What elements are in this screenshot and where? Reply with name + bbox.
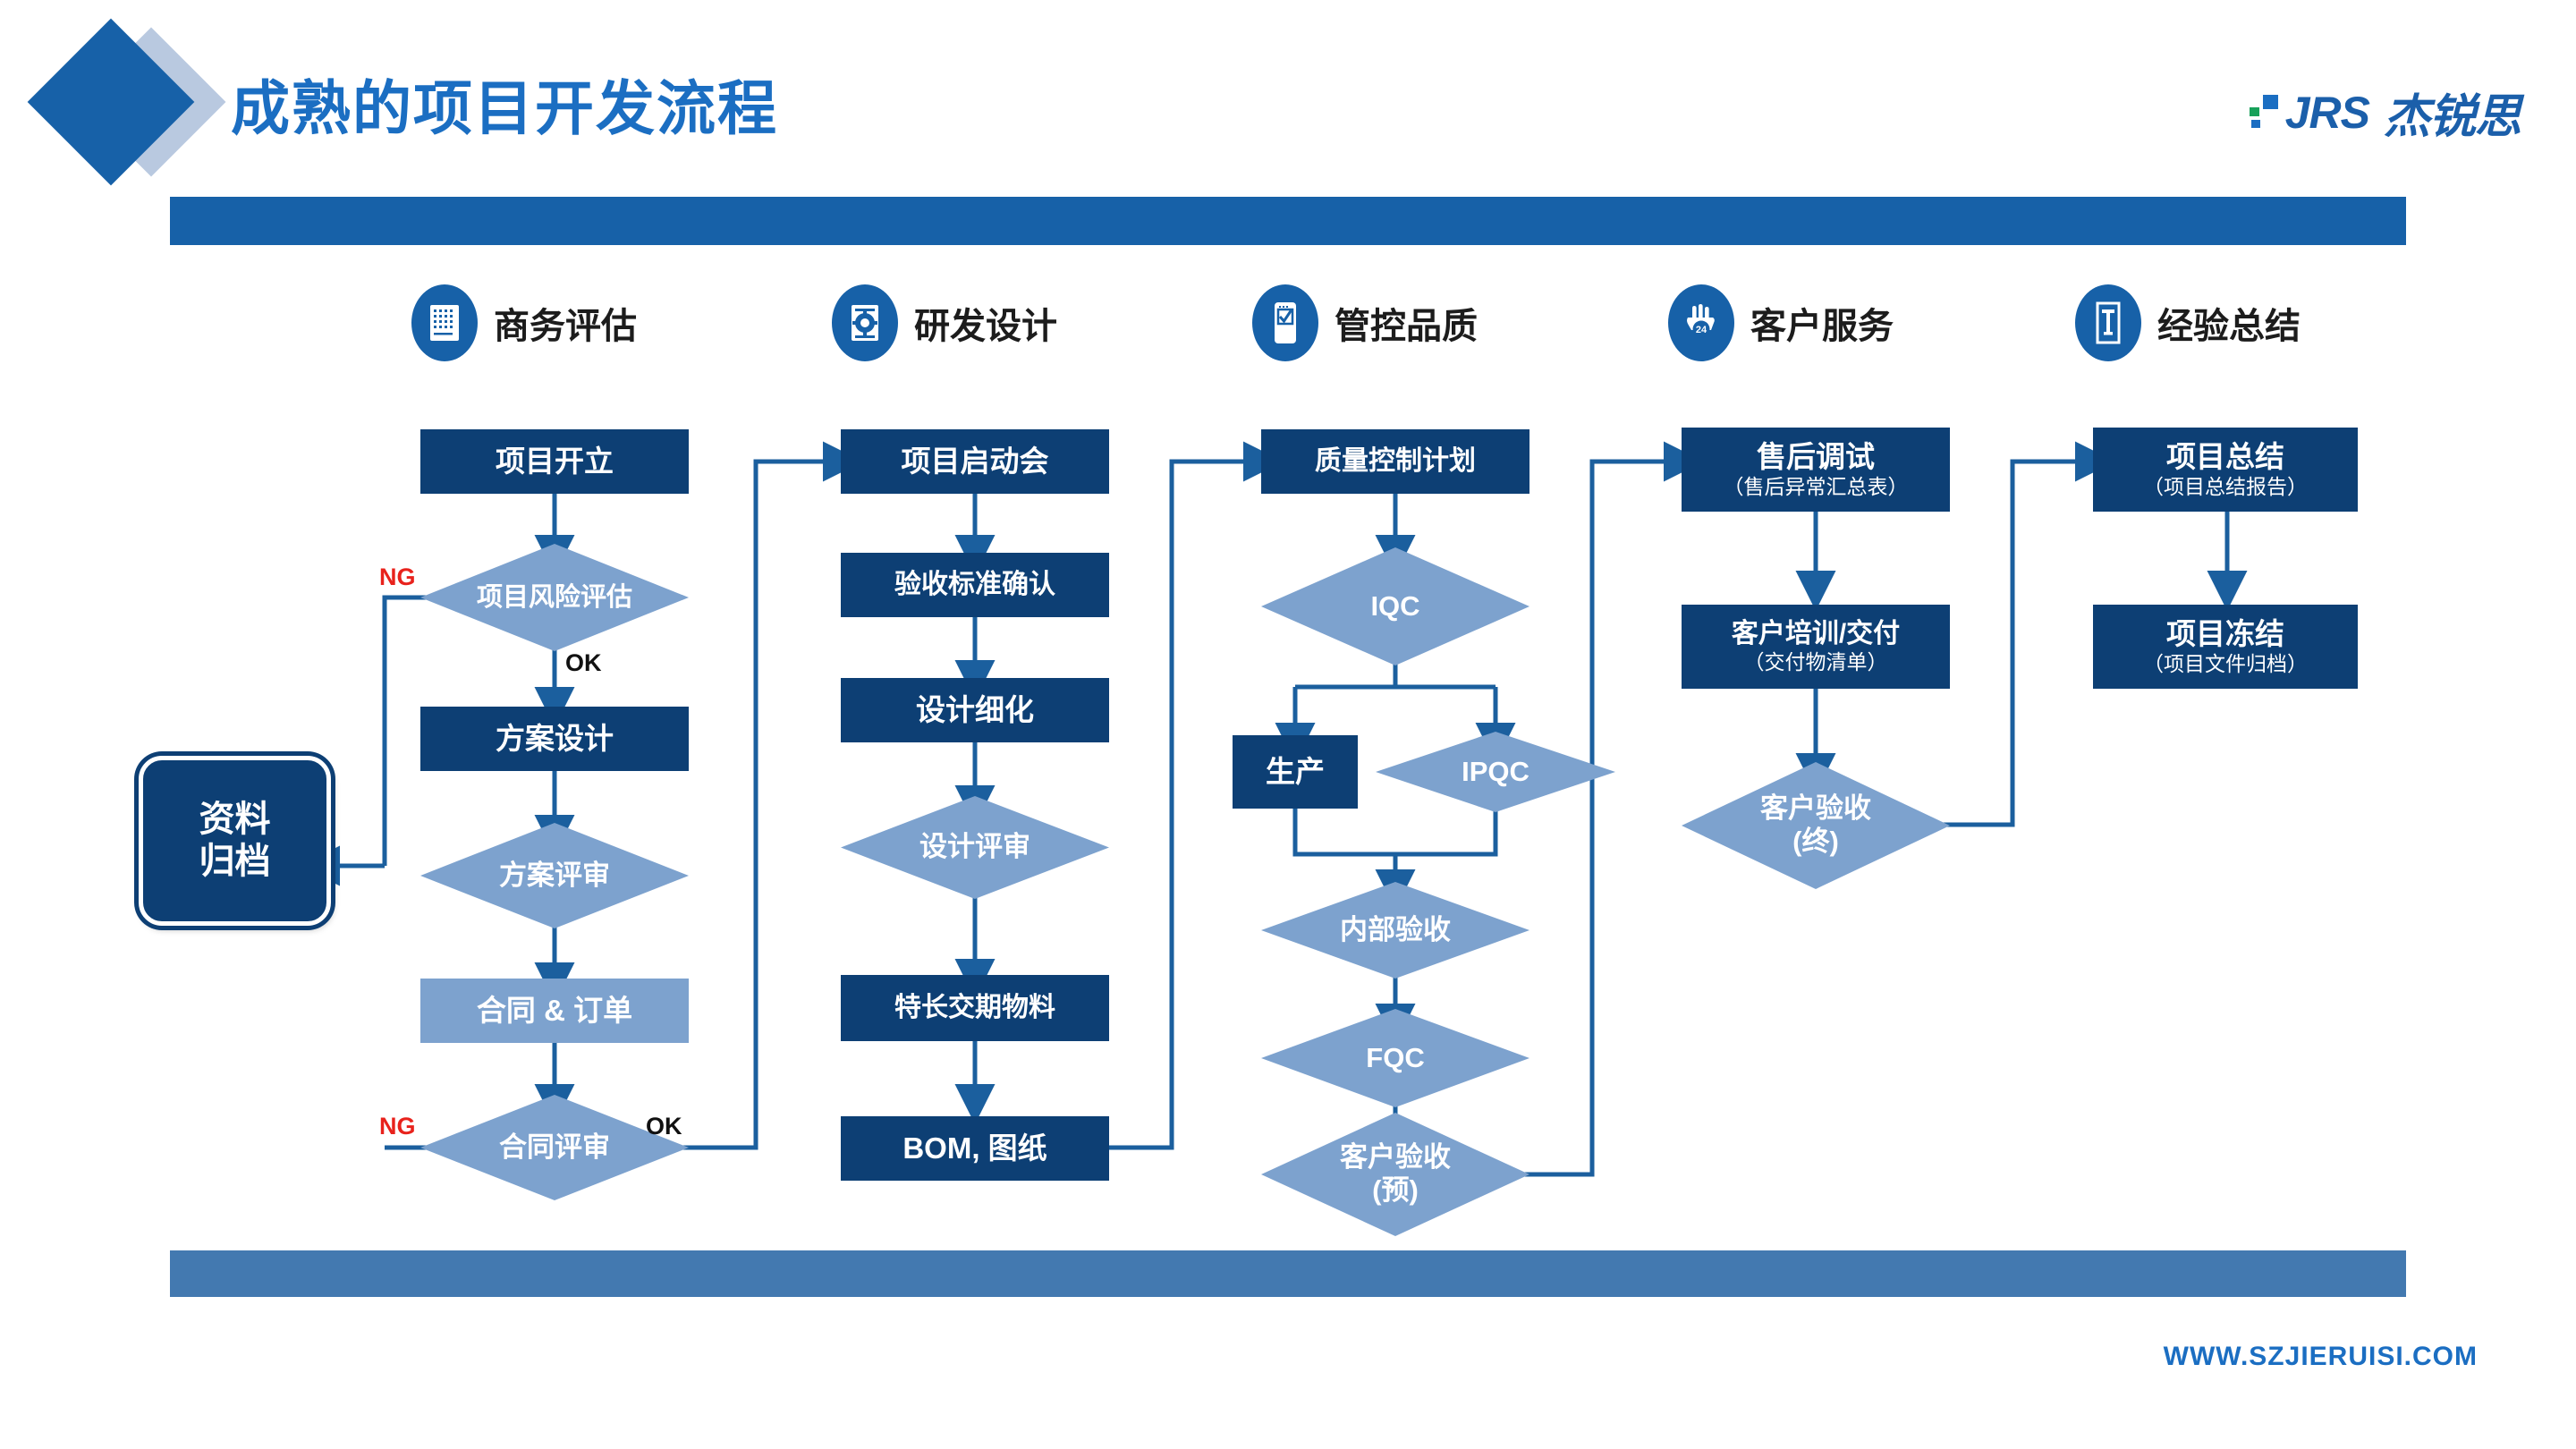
node-title: BOM, 图纸 [902,1131,1047,1165]
node-subtitle: （项目文件归档） [2143,651,2308,675]
page-title: 成熟的项目开发流程 [231,75,778,141]
node-fqc[interactable]: FQC [1261,1009,1530,1107]
node-title: 合同 & 订单 [476,993,633,1027]
node-title: 售后调试 [1757,439,1875,473]
node-title: 特长交期物料 [894,993,1055,1023]
node-solution-design[interactable]: 方案设计 [420,707,689,771]
node-contract-order[interactable]: 合同 & 订单 [420,979,689,1043]
node-title: 客户验收 [1340,1141,1451,1174]
column-header-quality: 管控品质 [1252,284,1478,361]
node-contract-review[interactable]: 合同评审 [420,1095,689,1200]
column-header-label: 客户服务 [1750,307,1894,346]
node-subtitle: (终) [1792,826,1839,857]
node-title: 项目风险评估 [476,582,632,612]
node-subtitle: （售后异常汇总表） [1723,474,1909,498]
node-title: 设计细化 [916,692,1034,726]
node-title: FQC [1366,1041,1425,1073]
column-header-service: 24 客户服务 [1668,284,1894,361]
node-title: 项目总结 [2166,439,2284,473]
node-project-freeze[interactable]: 项目冻结 （项目文件归档） [2093,605,2358,689]
node-long-leadtime-material[interactable]: 特长交期物料 [841,975,1109,1041]
node-production[interactable]: 生产 [1233,735,1358,809]
node-title: 设计评审 [919,831,1030,863]
node-customer-training-delivery[interactable]: 客户培训/交付 （交付物清单） [1682,605,1950,689]
edge-label-ng-risk: NG [379,564,416,590]
svg-text:24: 24 [1696,325,1707,335]
node-title: 合同评审 [499,1131,610,1163]
node-title: IQC [1370,589,1420,622]
column-header-label: 研发设计 [914,307,1057,346]
node-archive-line1: 资料 [199,799,271,839]
node-risk-assessment[interactable]: 项目风险评估 [420,544,689,651]
column-header-rnd: 研发设计 [832,284,1057,361]
node-title: 客户培训/交付 [1731,619,1901,649]
column-header-business: 商务评估 [411,284,637,361]
node-title: 验收标准确认 [894,570,1055,600]
logo-text-cn: 杰锐思 [2383,91,2521,143]
node-subtitle: （项目总结报告） [2143,474,2308,498]
logo-text: JRS [2284,87,2370,138]
column-header-label: 管控品质 [1335,307,1478,346]
column-header-label: 经验总结 [2157,307,2301,346]
node-acceptance-standard[interactable]: 验收标准确认 [841,553,1109,617]
footer-url: WWW.SZJIERUISI.COM [2163,1342,2478,1371]
node-kickoff-meeting[interactable]: 项目启动会 [841,429,1109,494]
footer-bar [170,1250,2406,1297]
node-title: 质量控制计划 [1315,446,1476,477]
node-design-detail[interactable]: 设计细化 [841,678,1109,742]
node-design-review[interactable]: 设计评审 [841,796,1109,899]
node-title: 项目启动会 [901,444,1049,478]
node-project-summary[interactable]: 项目总结 （项目总结报告） [2093,428,2358,512]
node-project-open[interactable]: 项目开立 [420,429,689,494]
node-archive-line2: 归档 [199,842,271,881]
node-title: 项目冻结 [2166,616,2284,650]
edge-label-ok-risk: OK [565,649,602,676]
logo-pixel-icon [2249,94,2280,131]
node-title: 客户验收 [1760,792,1871,825]
checkbox-phone-icon [1252,284,1318,361]
t-document-icon [2075,284,2141,361]
node-bom-drawing[interactable]: BOM, 图纸 [841,1116,1109,1181]
node-title: IPQC [1462,755,1530,787]
header-bar [170,197,2406,245]
node-title: 方案设计 [496,721,614,755]
node-quality-control-plan[interactable]: 质量控制计划 [1261,429,1530,494]
node-title: 方案评审 [499,859,610,891]
column-header-label: 商务评估 [494,307,637,346]
node-after-sales-debug[interactable]: 售后调试 （售后异常汇总表） [1682,428,1950,512]
header-diamond-dark [27,18,195,186]
edge-label-ok-contract: OK [646,1113,682,1140]
node-solution-review[interactable]: 方案评审 [420,823,689,928]
node-subtitle: (预) [1372,1174,1419,1206]
node-archive[interactable]: 资料 归档 [139,756,331,926]
column-header-summary: 经验总结 [2075,284,2301,361]
node-title: 项目开立 [496,444,614,478]
company-logo: JRS 杰锐思 [2249,79,2521,146]
node-customer-acceptance-final[interactable]: 客户验收 (终) [1682,762,1950,889]
document-grid-icon [411,284,478,361]
node-subtitle: （交付物清单） [1743,649,1888,674]
node-iqc[interactable]: IQC [1261,547,1530,665]
node-ipqc[interactable]: IPQC [1376,732,1615,812]
node-customer-acceptance-pre[interactable]: 客户验收 (预) [1261,1113,1530,1236]
edge-label-ng-contract: NG [379,1113,416,1140]
node-internal-acceptance[interactable]: 内部验收 [1261,882,1530,979]
node-title: 内部验收 [1340,913,1451,945]
24-hours-support-icon: 24 [1668,284,1734,361]
gear-document-icon [832,284,898,361]
node-title: 生产 [1266,754,1325,788]
